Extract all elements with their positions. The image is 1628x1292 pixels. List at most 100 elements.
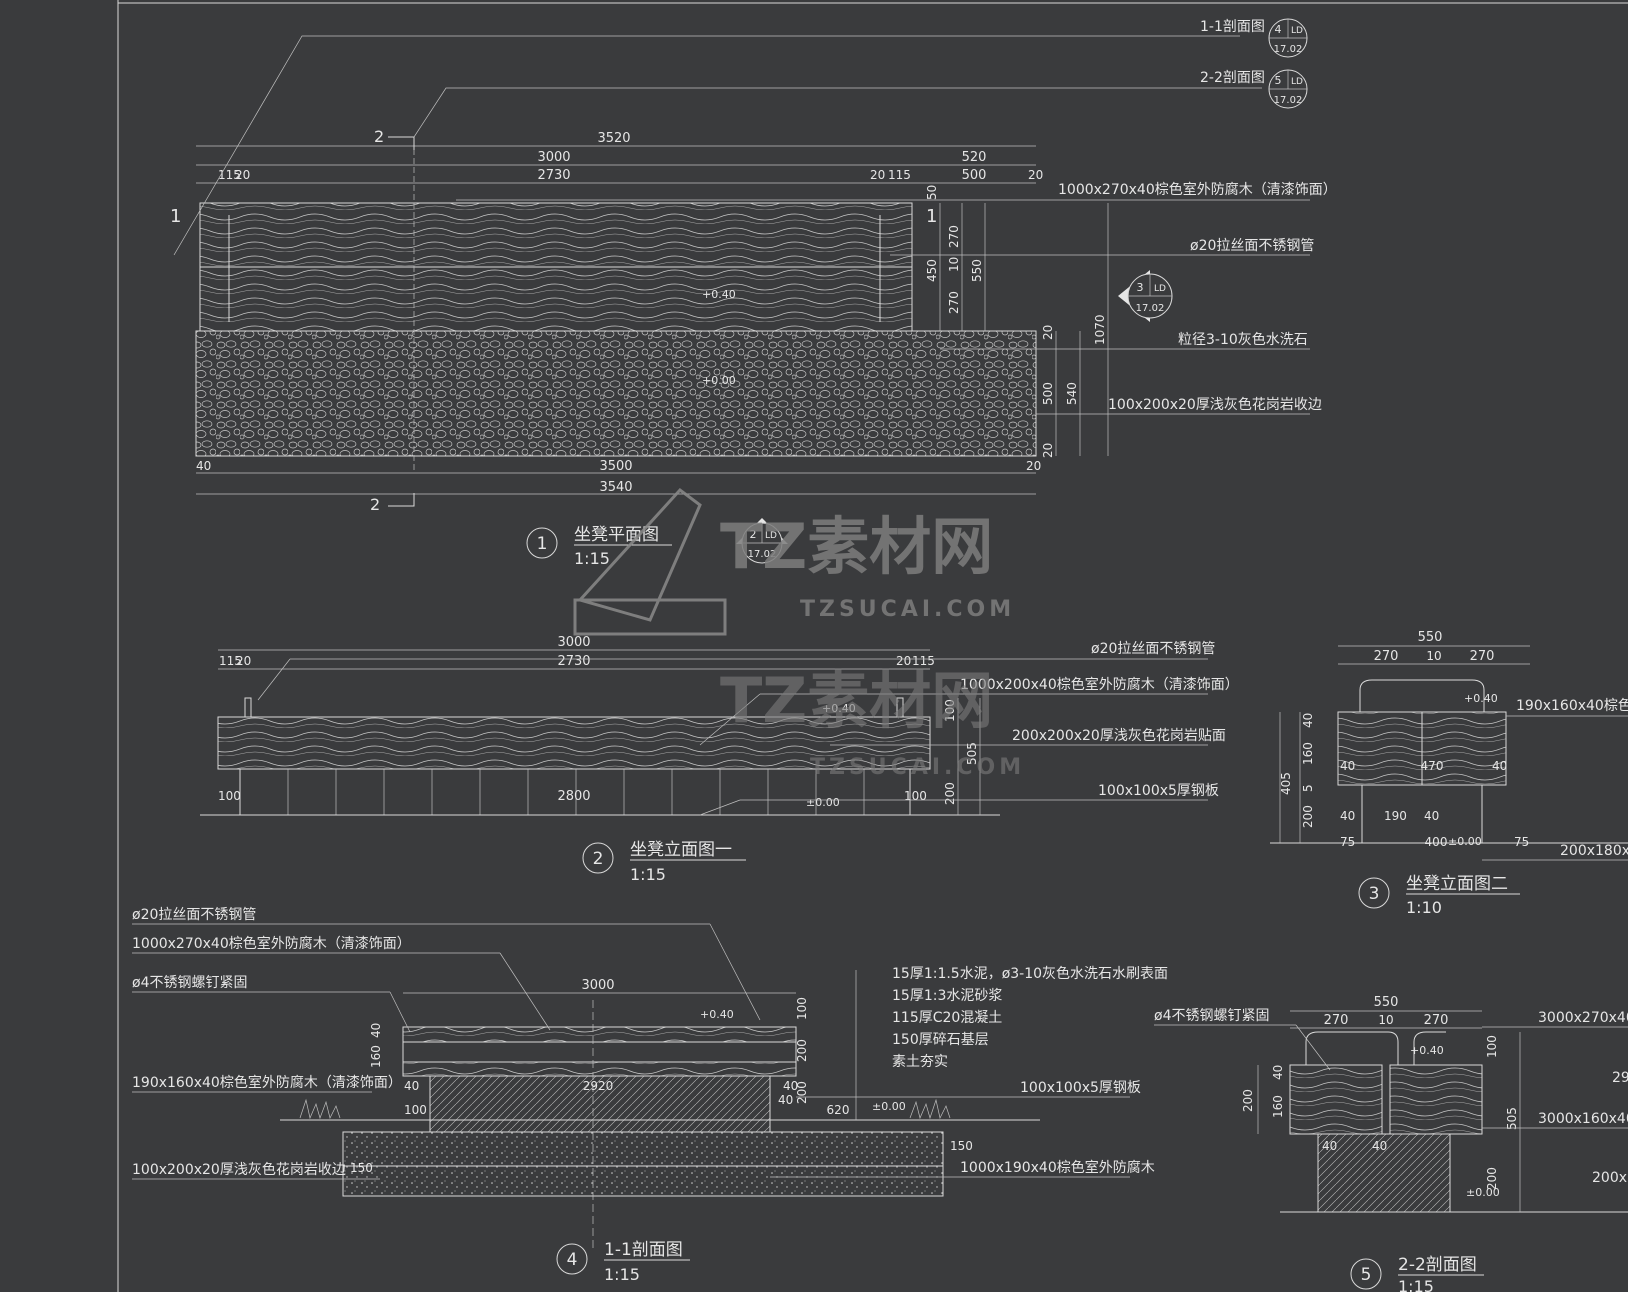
- dim-text: 100: [1485, 1035, 1499, 1058]
- ref-num: 4: [1275, 23, 1282, 36]
- dim-text: 40: [1340, 809, 1355, 823]
- dim-text: 3000: [537, 150, 570, 165]
- elev-mark: +0.40: [1464, 692, 1498, 705]
- elev-mark: +0.40: [700, 1008, 734, 1021]
- dim-text: 20: [896, 654, 911, 668]
- watermark-text-cn: TZ素材网: [720, 664, 993, 737]
- dim-text: 40: [1492, 759, 1507, 773]
- dim-text: 200: [795, 1039, 809, 1062]
- callout-text: 100x100x5厚钢板: [1020, 1080, 1141, 1096]
- elev1-pipe-left: [244, 697, 252, 718]
- elev-mark: ±0.00: [1466, 1186, 1500, 1199]
- dim-text: 550: [1374, 995, 1399, 1010]
- sec22-base: [1317, 1133, 1451, 1213]
- dim-text: 115: [912, 654, 935, 668]
- sec11-lower-board: [402, 1061, 797, 1077]
- dim-text: 620: [827, 1103, 850, 1117]
- dim-text: 115: [219, 654, 242, 668]
- leader-line: [173, 35, 1240, 256]
- elev-mark: ±0.00: [1448, 835, 1482, 848]
- dim-text: 160: [1301, 742, 1315, 765]
- sec11-gravel-layer: [342, 1165, 944, 1197]
- dim-text: 470: [1421, 759, 1444, 773]
- view-number: 5: [1361, 1265, 1372, 1285]
- view-number: 3: [1369, 884, 1380, 904]
- view-number-circle: [1358, 877, 1390, 909]
- dim-text: 405: [1279, 772, 1293, 795]
- dim-text: 160: [1271, 1095, 1285, 1118]
- callout-text: 190x160x40棕色室: [1516, 697, 1628, 714]
- dim-text: 2730: [537, 168, 570, 183]
- dim-text: 270: [1374, 649, 1399, 664]
- dim-text: 5: [1301, 784, 1315, 792]
- elev1-pipe-right: [896, 697, 904, 718]
- section-1-1-view: 3000 100 200 200 40 160 40 40 2920 40 10…: [132, 907, 1168, 1284]
- layer-text: 15厚1:3水泥砂浆: [892, 988, 1002, 1004]
- dim-text: 40: [1372, 1139, 1387, 1153]
- ref-code: LD: [765, 531, 777, 541]
- dim-text: 100: [404, 1103, 427, 1117]
- dim-text: 115: [888, 168, 911, 182]
- watermark-logo-base: [573, 598, 727, 636]
- dim-text: 450: [925, 259, 939, 282]
- ref-num: 2: [750, 528, 757, 541]
- dim-text: 10: [947, 257, 961, 272]
- watermark-text-cn: TZ素材网: [720, 510, 993, 583]
- layer-text: 150厚碎石基层: [892, 1031, 989, 1048]
- dim-text: 3000: [557, 635, 590, 650]
- view-number: 2: [593, 849, 604, 869]
- leader-line: [499, 952, 551, 1031]
- cut-label: 1: [926, 206, 937, 227]
- view-number-circle: [1350, 1258, 1382, 1290]
- cut-marker: [388, 493, 415, 507]
- dim-text: 3520: [597, 131, 630, 146]
- dim-text: 3000: [581, 978, 614, 993]
- callout-text: 100x200x20厚浅灰色花岗岩收边: [1108, 396, 1322, 413]
- grass-right: [909, 1098, 951, 1120]
- leader-line: [1295, 1024, 1331, 1071]
- cut-label: 2: [370, 495, 380, 514]
- callout-text: ø20拉丝面不锈钢管: [1190, 238, 1314, 254]
- dim-text: 2800: [557, 789, 590, 804]
- callout-text: 1000x270x40棕色室外防腐木（清漆饰面）: [132, 935, 411, 952]
- cut-marker: [388, 136, 415, 150]
- sec11-concrete-layer: [342, 1131, 944, 1167]
- dim-text: 100: [218, 789, 241, 803]
- dim-text: 20: [235, 168, 250, 182]
- dim-text: 3540: [599, 480, 632, 495]
- dim-text: 3500: [599, 459, 632, 474]
- dim-text: 270: [947, 225, 961, 248]
- cut-label: 1: [170, 206, 181, 227]
- dim-text: 190: [1384, 809, 1407, 823]
- dim-text: 2920: [583, 1079, 614, 1093]
- callout-text: ø20拉丝面不锈钢管: [132, 907, 256, 923]
- view-number-circle: [556, 1243, 588, 1275]
- ref-sheet: 17.02: [748, 549, 777, 560]
- view-title: 坐凳立面图二: [1406, 874, 1508, 894]
- callout-text: 100x200x20厚浅灰色花岗岩收边: [132, 1161, 346, 1178]
- dim-text: 520: [962, 150, 987, 165]
- plan-pebble-area: [195, 330, 1037, 457]
- view-scale: 1:15: [574, 549, 610, 568]
- callout-text: 1000x270x40棕色室外防腐木（清漆饰面）: [1058, 181, 1337, 198]
- callout-text: 200x: [1592, 1170, 1627, 1186]
- plan-view: 3520 3000 520 115 20 2730 20 115 500 20 …: [170, 35, 1337, 568]
- ref-sheet: 17.02: [1274, 44, 1303, 55]
- dim-text: 20: [870, 168, 885, 182]
- sec22-wood-left: [1289, 1064, 1383, 1135]
- dim-text: 550: [1418, 630, 1443, 645]
- dim-text: 200: [1485, 1167, 1499, 1190]
- leader-line: [699, 693, 761, 746]
- callout-text: 粒径3-10灰色水洗石: [1178, 331, 1308, 348]
- layer-text: 115厚C20混凝土: [892, 1010, 1002, 1026]
- dim-text: 40: [778, 1093, 793, 1107]
- view-number-circle: [582, 842, 614, 874]
- elev1-wood-seat: [217, 716, 931, 770]
- dim-text: 40: [1424, 809, 1439, 823]
- dim-text: 505: [965, 742, 979, 765]
- view-number: 1: [537, 534, 548, 554]
- ref-num: 3: [1137, 281, 1144, 294]
- dim-text: 150: [350, 1161, 373, 1175]
- cut-label: 2: [374, 127, 384, 146]
- leader-line: [699, 799, 741, 816]
